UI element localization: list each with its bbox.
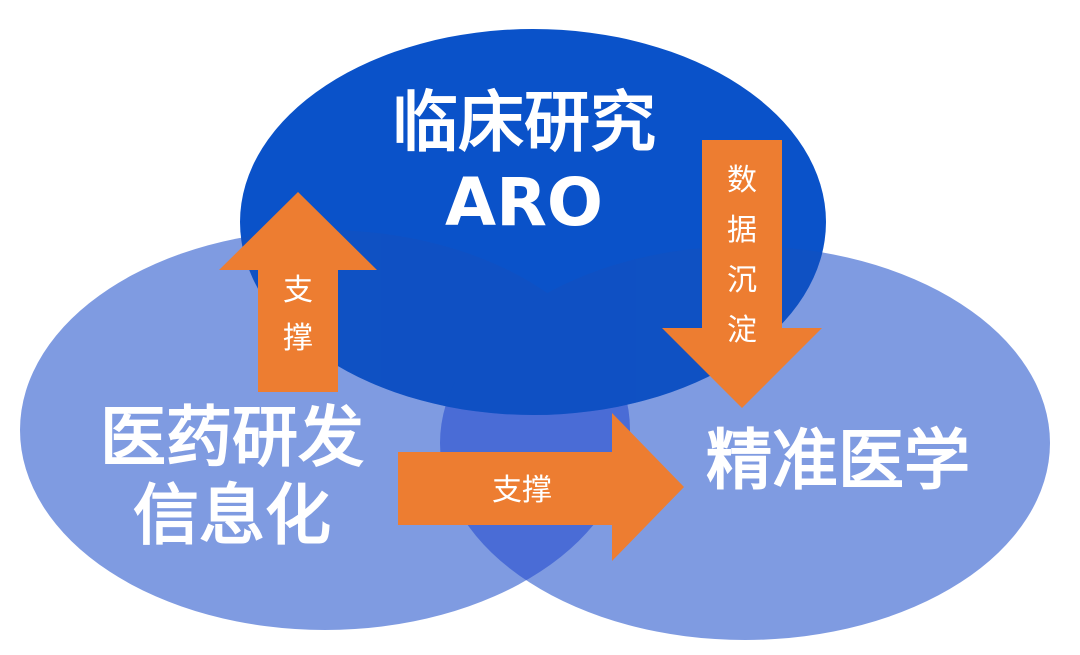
arrow-right — [398, 413, 684, 561]
arrow-right-label: 支撑 — [492, 473, 552, 508]
left-circle-subtitle: 信息化 — [133, 477, 331, 554]
arrow-down-label-2: 据 — [727, 213, 757, 248]
overlap-top-right — [440, 246, 826, 415]
right-circle-title: 精准医学 — [706, 422, 970, 499]
top-circle-subtitle: ARO — [445, 164, 603, 241]
arrow-down — [662, 140, 822, 408]
arrow-down-label-3: 沉 — [727, 263, 757, 298]
overlap-top-left — [240, 230, 630, 415]
top-circle-title: 临床研究 — [392, 84, 656, 161]
arrow-up-label-1: 支 — [283, 273, 313, 308]
arrow-down-label-4: 淀 — [727, 313, 757, 348]
arrow-up-label-2: 撑 — [283, 321, 313, 356]
circle-top — [240, 29, 826, 415]
arrow-down-label-1: 数 — [727, 163, 757, 198]
arrow-up — [219, 192, 377, 392]
left-circle-title: 医药研发 — [100, 399, 364, 476]
